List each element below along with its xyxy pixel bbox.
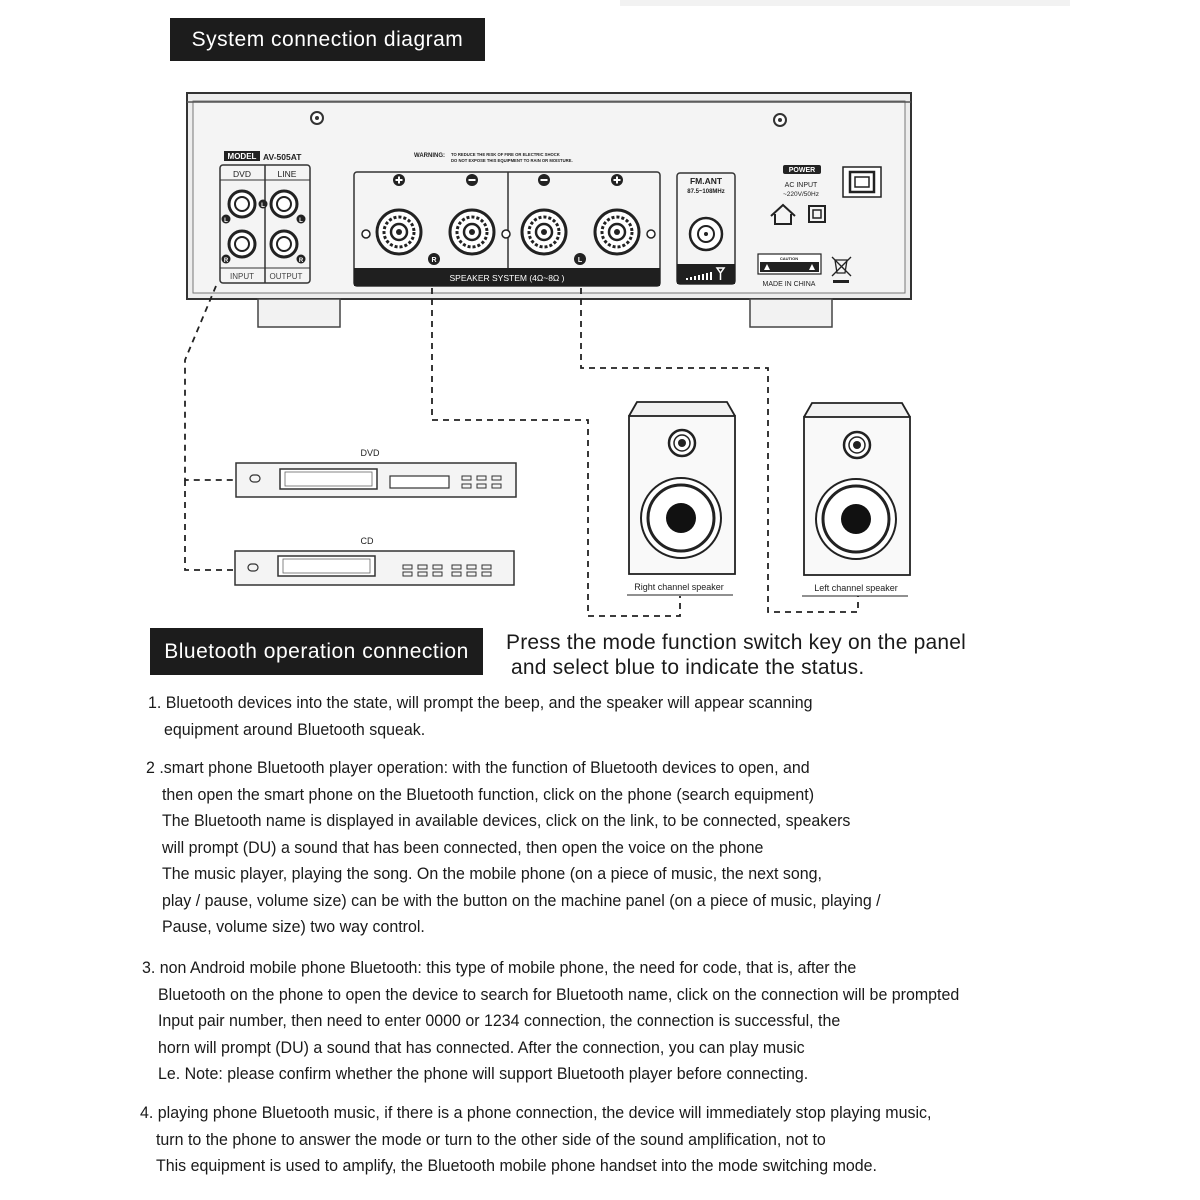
weee-bin-icon bbox=[831, 256, 852, 283]
dvd-player: DVD bbox=[235, 448, 517, 498]
paragraph-line: horn will prompt (DU) a sound that has c… bbox=[157, 1037, 805, 1057]
input-label: INPUT bbox=[230, 272, 254, 281]
rca-jack-icon bbox=[269, 189, 299, 219]
right-mark: R bbox=[299, 258, 304, 264]
instruction-paragraph-2: 2 .smart phone Bluetooth player operatio… bbox=[146, 755, 881, 941]
model-tag-text: MODEL bbox=[228, 152, 257, 161]
plus-icon bbox=[611, 174, 623, 186]
section-header-text: Bluetooth operation connection bbox=[164, 639, 469, 663]
fm-ant-label: FM.ANT bbox=[690, 176, 723, 186]
paragraph-line: Input pair number, then need to enter 00… bbox=[157, 1011, 841, 1030]
power-socket-icon bbox=[842, 166, 882, 198]
caution-text: CAUTION bbox=[780, 256, 798, 261]
paragraph-line: Le. Note: please confirm whether the pho… bbox=[157, 1064, 809, 1083]
mode-note-line-1: Press the mode function switch key on th… bbox=[506, 631, 966, 654]
cd-player: CD bbox=[234, 536, 515, 586]
fm-antenna-panel: FM.ANT 87.5~108MHz bbox=[676, 172, 736, 285]
cd-player-label: CD bbox=[361, 536, 374, 546]
warning-title: WARNING: bbox=[414, 153, 445, 159]
amplifier-rear-panel: MODEL AV-505AT WARNING: TO REDUCE THE RI… bbox=[186, 92, 912, 328]
top-rule bbox=[620, 0, 1070, 6]
line-jack-label: LINE bbox=[278, 169, 297, 179]
right-channel-speaker: Right channel speaker bbox=[627, 401, 736, 596]
paragraph-line: Bluetooth on the phone to open the devic… bbox=[157, 984, 960, 1004]
ac-input-label: AC INPUT bbox=[785, 182, 818, 189]
left-mark: L bbox=[224, 218, 228, 224]
section-header-bluetooth: Bluetooth operation connection bbox=[150, 628, 483, 675]
rca-jack-icon bbox=[227, 229, 257, 259]
binding-post-icon bbox=[593, 208, 641, 256]
paragraph-line: 3. non Android mobile phone Bluetooth: t… bbox=[142, 958, 857, 977]
woofer-icon bbox=[815, 478, 897, 560]
amplifier-foot bbox=[257, 298, 341, 328]
made-in-label: MADE IN CHINA bbox=[763, 281, 816, 288]
instruction-paragraph-4: 4. playing phone Bluetooth music, if the… bbox=[140, 1100, 931, 1180]
right-mark: R bbox=[224, 258, 229, 264]
instruction-paragraph-1: 1. Bluetooth devices into the state, wil… bbox=[148, 690, 812, 743]
binding-post-icon bbox=[448, 208, 496, 256]
dvd-player-label: DVD bbox=[360, 448, 380, 458]
ac-voltage-label: ~220V/50Hz bbox=[783, 191, 819, 198]
binding-post-icon bbox=[375, 208, 423, 256]
fm-frequency: 87.5~108MHz bbox=[687, 189, 725, 195]
warning-line-2: DO NOT EXPOSE THIS EQUIPMENT TO RAIN OR … bbox=[451, 158, 573, 163]
system-connection-diagram: MODEL AV-505AT WARNING: TO REDUCE THE RI… bbox=[184, 92, 912, 617]
right-channel-mark: R bbox=[431, 257, 436, 264]
amplifier-foot bbox=[749, 298, 833, 328]
minus-icon bbox=[466, 174, 478, 186]
paragraph-line: 1. Bluetooth devices into the state, wil… bbox=[148, 693, 813, 712]
power-label: POWER bbox=[789, 167, 815, 174]
paragraph-line: This equipment is used to amplify, the B… bbox=[155, 1156, 877, 1175]
tweeter-icon bbox=[842, 430, 872, 460]
caution-label: CAUTION bbox=[757, 253, 822, 275]
paragraph-line: The music player, playing the song. On t… bbox=[161, 864, 822, 883]
output-label: OUTPUT bbox=[270, 272, 303, 281]
binding-post-icon bbox=[520, 208, 568, 256]
signal-bars-icon bbox=[686, 267, 726, 280]
minus-icon bbox=[538, 174, 550, 186]
model-value: AV-505AT bbox=[263, 152, 302, 162]
left-mark: L bbox=[261, 203, 265, 209]
rca-jack-icon bbox=[269, 229, 299, 259]
rca-jack-icon bbox=[227, 189, 257, 219]
left-channel-mark: L bbox=[578, 257, 583, 264]
dvd-jack-label: DVD bbox=[233, 169, 251, 179]
paragraph-line: 2 .smart phone Bluetooth player operatio… bbox=[146, 758, 810, 777]
plus-icon bbox=[393, 174, 405, 186]
connection-cables bbox=[184, 285, 859, 617]
mode-note-line-2: and select blue to indicate the status. bbox=[511, 656, 865, 679]
paragraph-line: then open the smart phone on the Bluetoo… bbox=[161, 784, 815, 804]
rca-jack-panel: DVD LINE INPUT OUTPUT L L L R R bbox=[219, 164, 311, 284]
left-channel-speaker: Left channel speaker bbox=[802, 402, 911, 597]
paragraph-line: 4. playing phone Bluetooth music, if the… bbox=[140, 1103, 932, 1122]
antenna-jack-icon bbox=[688, 216, 724, 252]
tweeter-icon bbox=[667, 428, 697, 458]
section-header-text: System connection diagram bbox=[191, 27, 464, 51]
paragraph-line: turn to the phone to answer the mode or … bbox=[155, 1129, 826, 1149]
power-section: POWER AC INPUT ~220V/50Hz CAUTION bbox=[757, 165, 882, 288]
house-ground-icon bbox=[770, 203, 796, 225]
speaker-system-label: SPEAKER SYSTEM (4Ω~8Ω ) bbox=[450, 273, 565, 283]
paragraph-line: Pause, volume size) two way control. bbox=[161, 917, 425, 936]
left-speaker-label: Left channel speaker bbox=[814, 583, 898, 593]
woofer-icon bbox=[640, 477, 722, 559]
paragraph-line: will prompt (DU) a sound that has been c… bbox=[161, 837, 764, 857]
left-mark: L bbox=[299, 218, 303, 224]
paragraph-line: The Bluetooth name is displayed in avail… bbox=[161, 811, 851, 830]
warning-line-1: TO REDUCE THE RISK OF FIRE OR ELECTRIC S… bbox=[451, 152, 560, 157]
speaker-terminal-panel: SPEAKER SYSTEM (4Ω~8Ω ) R L bbox=[353, 171, 661, 287]
model-tag bbox=[224, 151, 260, 161]
paragraph-line: play / pause, volume size) can be with t… bbox=[161, 890, 881, 910]
double-insulation-icon bbox=[808, 205, 826, 223]
right-speaker-label: Right channel speaker bbox=[634, 582, 724, 592]
mode-instruction-note: Press the mode function switch key on th… bbox=[506, 630, 1066, 680]
instruction-paragraph-3: 3. non Android mobile phone Bluetooth: t… bbox=[142, 955, 959, 1088]
section-header-system-connection: System connection diagram bbox=[170, 18, 485, 61]
paragraph-line: equipment around Bluetooth squeak. bbox=[163, 719, 426, 739]
